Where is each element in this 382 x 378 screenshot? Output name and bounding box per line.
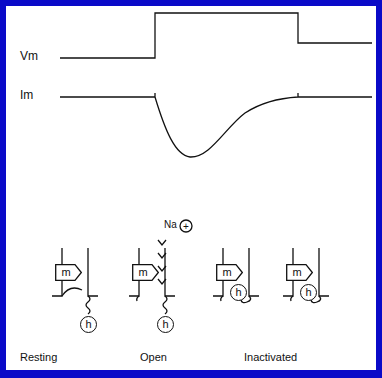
- channel-open: [129, 248, 175, 314]
- gate-letter: m: [138, 267, 147, 278]
- state-label: Resting: [20, 351, 57, 363]
- gate-letter: h: [305, 287, 311, 298]
- ion-circle: [180, 220, 192, 232]
- gate-letter: m: [292, 267, 301, 278]
- inactivation-gate: h: [300, 284, 317, 301]
- white-panel: [6, 6, 376, 370]
- channel-resting: [52, 248, 98, 314]
- activation-gate: m: [216, 264, 243, 281]
- inactivation-gate: h: [157, 316, 174, 333]
- gate-letter: m: [222, 267, 231, 278]
- ion-charge: +: [183, 221, 189, 232]
- activation-gate: m: [55, 264, 82, 281]
- gate-letter: m: [61, 267, 70, 278]
- channel-inactivated: [213, 248, 259, 303]
- ion-name: Na: [164, 219, 177, 230]
- gate-letter: h: [162, 319, 168, 330]
- state-label: Open: [140, 351, 167, 363]
- signal-name: Vm: [20, 50, 38, 63]
- state-label: Inactivated: [244, 351, 297, 363]
- voltage-trace: [60, 13, 372, 58]
- inactivation-gate: h: [230, 284, 247, 301]
- channel-inactivated: [283, 248, 329, 303]
- gate-letter: h: [235, 287, 241, 298]
- inactivation-gate: h: [80, 316, 97, 333]
- gate-letter: h: [85, 319, 91, 330]
- activation-gate: m: [286, 264, 313, 281]
- signal-name: Im: [20, 89, 33, 102]
- activation-gate: m: [132, 264, 159, 281]
- current-trace: [60, 93, 372, 157]
